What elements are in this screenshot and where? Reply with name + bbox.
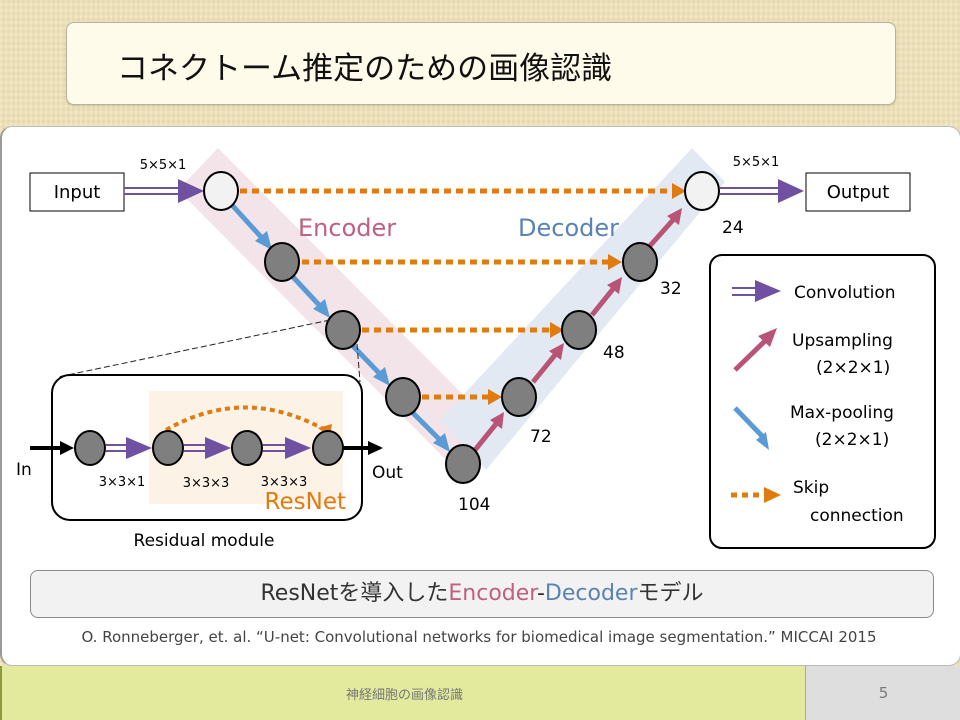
- channel-label-72: 72: [530, 427, 552, 447]
- output-box: [805, 172, 911, 212]
- caption-text-2: モデル: [637, 581, 704, 606]
- caption-box: ResNetを導入したEncoder-Decoderモデル: [30, 570, 934, 618]
- output-convolution-arrow: [720, 179, 804, 203]
- legend-maxpooling-sub: (2×2×1): [815, 430, 889, 450]
- footer-title: 神経細胞の画像認識: [345, 688, 463, 703]
- skip-arrowhead: [488, 389, 502, 405]
- residual-out-label: Out: [372, 463, 403, 483]
- legend-skip-sub: connection: [810, 506, 904, 526]
- input-label: Input: [54, 182, 101, 203]
- residual-kernel-1: 3×3×1: [99, 475, 146, 490]
- resnet-label: ResNet: [265, 489, 346, 515]
- legend-skip-label: Skip: [793, 478, 829, 498]
- residual-out-arrow: [343, 441, 383, 455]
- caption-encoder: Encoder: [448, 581, 537, 606]
- residual-skip-curve: [165, 405, 326, 432]
- decoder-label: Decoder: [518, 214, 619, 242]
- upsampling-arrows: [473, 208, 682, 452]
- zoom-lines: [57, 319, 361, 383]
- residual-module-label: Residual module: [134, 531, 275, 551]
- maxpooling-arrow-icon: [733, 406, 769, 450]
- residual-node: [312, 430, 344, 466]
- maxpool-arrows: [230, 203, 450, 452]
- caption-decoder: Decoder: [544, 581, 638, 606]
- channel-label-24: 24: [722, 218, 744, 238]
- channel-label-104: 104: [458, 495, 490, 515]
- network-nodes: [203, 171, 720, 484]
- output-kernel-label: 5×5×1: [733, 155, 780, 170]
- residual-in-arrow: [30, 441, 74, 455]
- encoder-node: [385, 377, 421, 417]
- legend-upsampling-label: Upsampling: [792, 331, 893, 351]
- residual-node: [231, 430, 263, 466]
- slide-title: コネクトーム推定のための画像認識: [117, 51, 613, 87]
- legend-box: [709, 254, 936, 549]
- skip-arrowhead: [550, 322, 564, 338]
- output-node: [684, 171, 720, 211]
- output-label: Output: [827, 182, 890, 203]
- decoder-node: [561, 310, 597, 350]
- input-kernel-label: 5×5×1: [140, 158, 187, 173]
- legend-upsampling-sub: (2×2×1): [816, 358, 890, 378]
- skip-arrowheads: [488, 183, 686, 405]
- residual-kernel-3: 3×3×3: [261, 475, 308, 490]
- caption-dash: -: [536, 581, 545, 606]
- convolution-arrow-icon: [732, 280, 781, 302]
- input-box: [29, 172, 125, 212]
- residual-in-label: In: [16, 460, 32, 480]
- residual-node: [152, 430, 184, 466]
- input-convolution-arrow: [124, 179, 204, 203]
- bottleneck-node: [445, 444, 481, 484]
- decoder-band: [440, 148, 725, 470]
- legend-maxpooling-label: Max-pooling: [790, 403, 894, 423]
- encoder-node: [325, 310, 361, 350]
- residual-kernel-2: 3×3×3: [183, 476, 230, 491]
- residual-conv-arrows: [106, 437, 311, 459]
- caption-text-1: ResNetを導入した: [260, 581, 449, 606]
- footer-bar: 神経細胞の画像認識: [0, 666, 807, 720]
- page-number: 5: [878, 684, 889, 702]
- residual-nodes: [74, 430, 344, 466]
- input-node: [203, 171, 239, 211]
- title-box: コネクトーム推定のための画像認識: [66, 22, 896, 105]
- page-number-area: 5: [805, 666, 960, 720]
- skip-connection-arrow-icon: [731, 487, 781, 503]
- skip-arrowhead: [672, 183, 686, 199]
- legend-convolution-label: Convolution: [794, 283, 896, 303]
- encoder-node: [264, 242, 300, 282]
- channel-label-48: 48: [603, 343, 625, 363]
- encoder-label: Encoder: [298, 214, 396, 242]
- decoder-node: [501, 377, 537, 417]
- skip-connections: [240, 188, 672, 400]
- decoder-node: [622, 242, 658, 282]
- upsampling-arrow-icon: [733, 328, 777, 372]
- residual-node: [74, 430, 106, 466]
- channel-label-32: 32: [660, 279, 682, 299]
- skip-arrowhead: [608, 254, 622, 270]
- citation: O. Ronneberger, et. al. “U-net: Convolut…: [81, 628, 877, 646]
